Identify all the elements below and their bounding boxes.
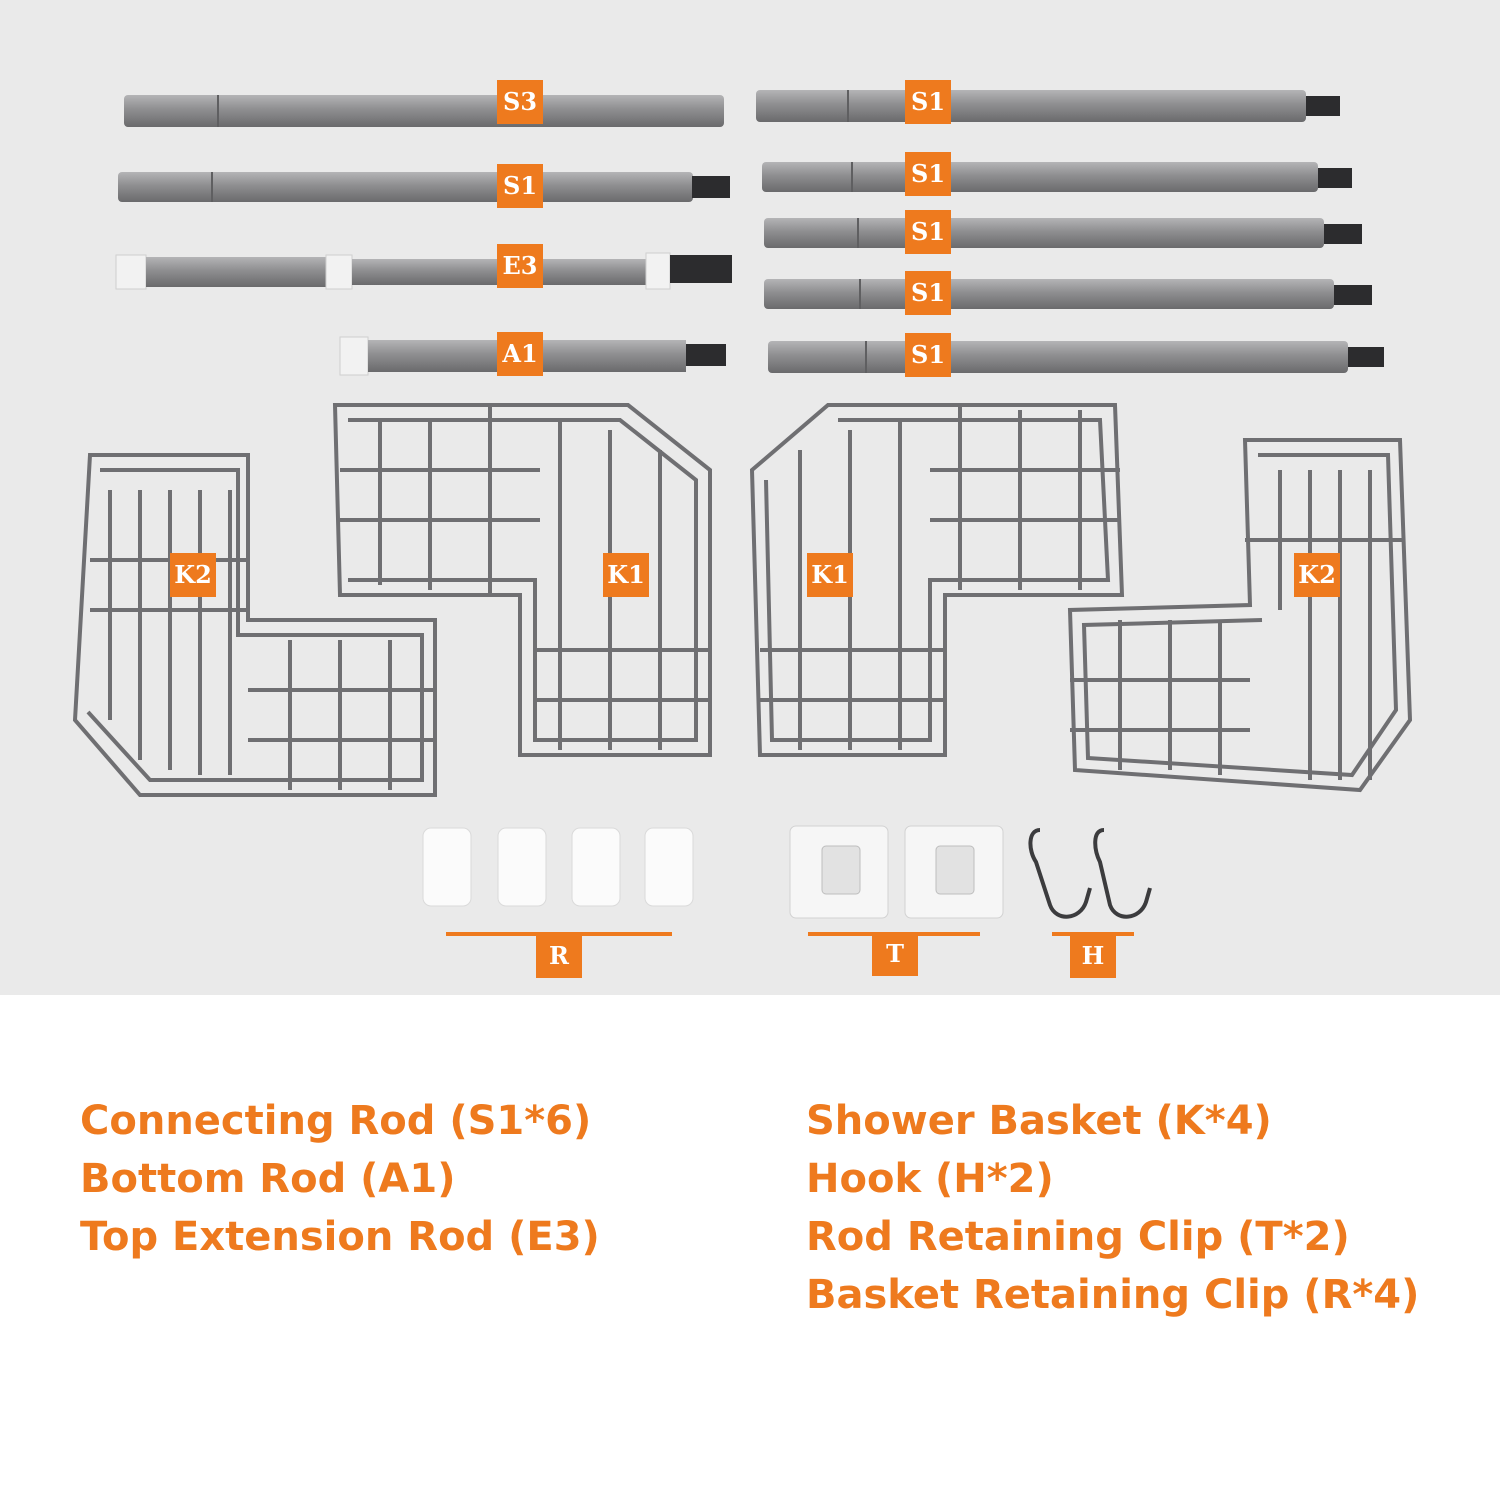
- tag-t: T: [872, 932, 918, 976]
- tag-h: H: [1070, 934, 1116, 978]
- rod-s1-right-5: [768, 341, 1384, 373]
- tag-k1-left: K1: [603, 553, 649, 597]
- legend-item-shower-basket: Shower Basket (K*4): [806, 1098, 1272, 1144]
- tag-s1-right-3: S1: [905, 210, 951, 254]
- tag-k2-left: K2: [170, 553, 216, 597]
- legend-item-bottom-rod: Bottom Rod (A1): [80, 1156, 456, 1202]
- tag-r: R: [536, 934, 582, 978]
- rod-s1-right-1: [756, 90, 1340, 122]
- tag-a1: A1: [497, 332, 543, 376]
- legend-item-top-extension-rod: Top Extension Rod (E3): [80, 1214, 600, 1260]
- rod-clip-2: [904, 825, 1004, 919]
- basket-k2-left: [72, 453, 437, 797]
- legend-left: Connecting Rod (S1*6) Bottom Rod (A1) To…: [80, 1092, 600, 1266]
- legend-item-rod-retaining-clip: Rod Retaining Clip (T*2): [806, 1214, 1350, 1260]
- rod-s3: [124, 95, 724, 127]
- basket-clip-2: [497, 827, 547, 907]
- tag-s1-right-5: S1: [905, 333, 951, 377]
- parts-illustration: [72, 90, 1413, 919]
- tag-k1-right: K1: [807, 553, 853, 597]
- tag-s1-right-1: S1: [905, 80, 951, 124]
- basket-k1-right: [749, 403, 1125, 757]
- basket-clip-4: [644, 827, 694, 907]
- rod-s1-right-3: [764, 218, 1362, 248]
- legend-item-basket-retaining-clip: Basket Retaining Clip (R*4): [806, 1272, 1420, 1318]
- hook-2: [1093, 828, 1152, 919]
- rod-clip-1: [789, 825, 889, 919]
- tag-s1-right-2: S1: [905, 152, 951, 196]
- tag-s1-left: S1: [497, 164, 543, 208]
- rod-s1-right-2: [762, 162, 1352, 192]
- tag-e3: E3: [497, 244, 543, 288]
- tag-s3: S3: [497, 80, 543, 124]
- legend-item-connecting-rod: Connecting Rod (S1*6): [80, 1098, 592, 1144]
- parts-photo: S3 S1 E3 A1 S1 S1 S1 S1 S1 K2 K1 K1 K2 R…: [0, 0, 1500, 995]
- rod-s1-left: [118, 172, 730, 202]
- basket-k1-left: [332, 403, 712, 757]
- basket-clip-3: [571, 827, 621, 907]
- legend-item-hook: Hook (H*2): [806, 1156, 1054, 1202]
- rod-e3: [115, 252, 732, 290]
- basket-clip-1: [422, 827, 472, 907]
- rod-s1-right-4: [764, 279, 1372, 309]
- hook-1: [1028, 828, 1092, 919]
- basket-k2-right: [1067, 438, 1413, 793]
- legend-right: Shower Basket (K*4) Hook (H*2) Rod Retai…: [806, 1092, 1419, 1324]
- tag-s1-right-4: S1: [905, 271, 951, 315]
- tag-k2-right: K2: [1294, 553, 1340, 597]
